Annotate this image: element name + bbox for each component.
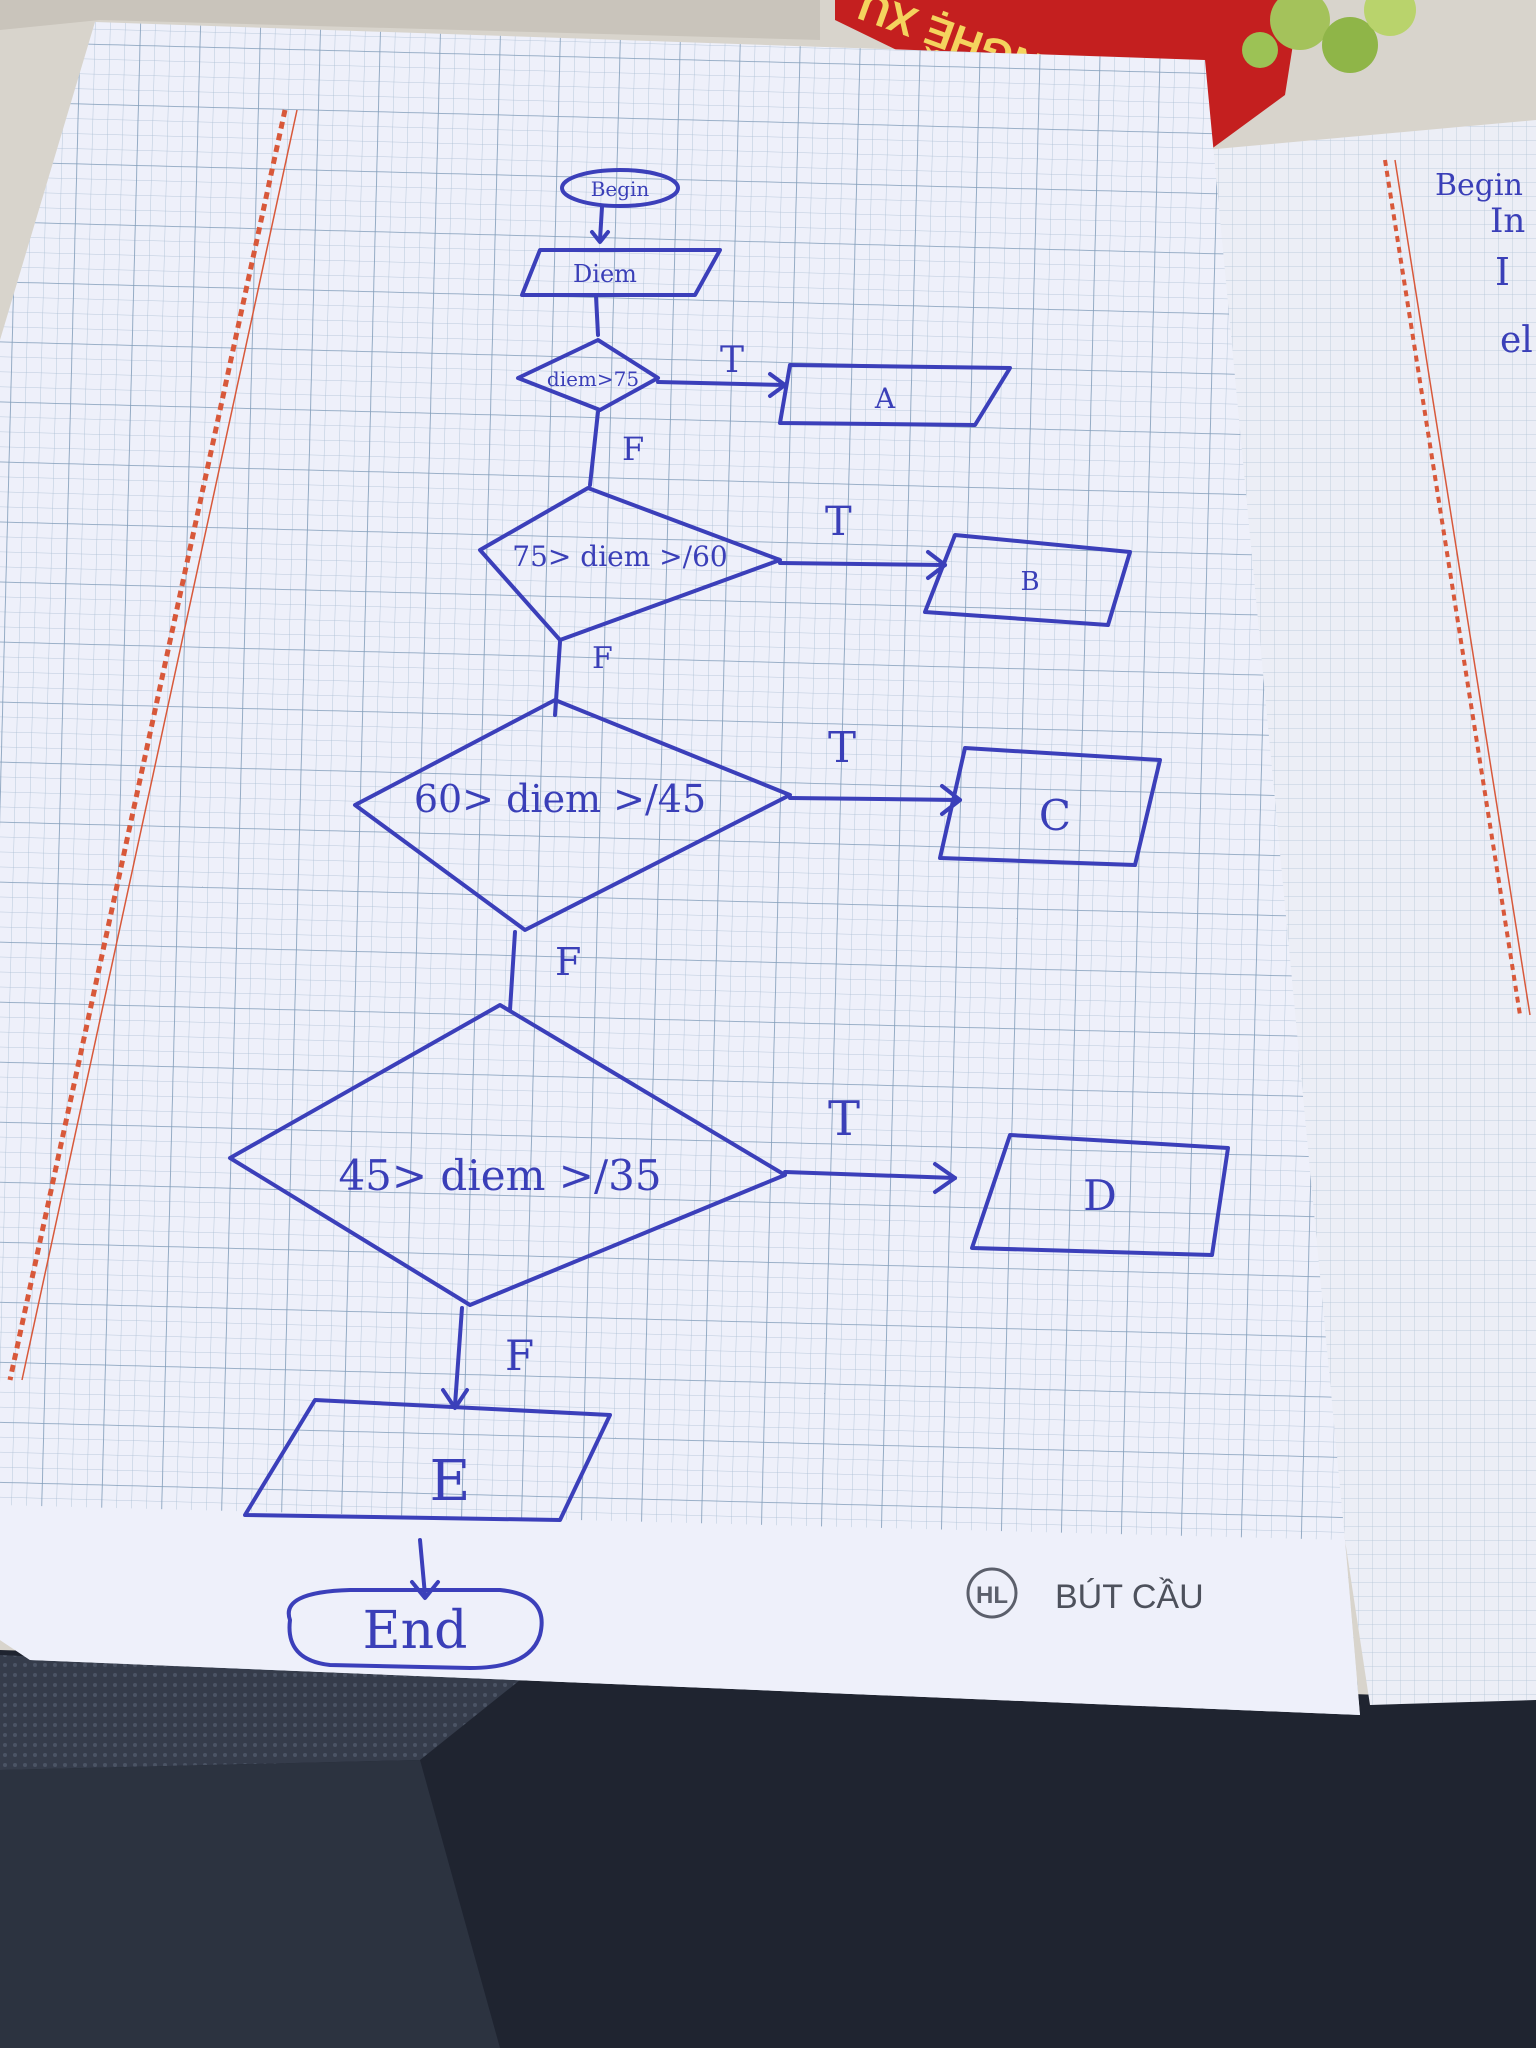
flowchart: Begin Diem diem>75 T A F 75> diem >/60 T…: [228, 168, 1230, 1670]
decision-2-true: T: [825, 499, 852, 545]
brand-logo-text: HL: [976, 1582, 1008, 1609]
output-c: [938, 746, 1162, 867]
right-line-4: el: [1500, 320, 1533, 361]
output-e: [243, 1398, 612, 1522]
decision-1-condition: diem>75: [547, 367, 639, 391]
decision-1: [516, 338, 660, 412]
decision-3: [353, 698, 792, 932]
right-line-1: Begin: [1435, 168, 1523, 203]
decision-3-true: T: [828, 723, 856, 772]
output-b-label: B: [1020, 567, 1039, 597]
right-line-3: I: [1495, 250, 1510, 294]
output-e-label: E: [430, 1449, 471, 1514]
decision-2-false: F: [592, 641, 613, 676]
start-label: Begin: [591, 177, 650, 201]
decision-2-condition: 75> diem >/60: [512, 540, 727, 573]
end-label: End: [363, 1601, 468, 1661]
output-c-label: C: [1039, 791, 1071, 840]
output-a: [778, 363, 1012, 427]
input-label: Diem: [573, 260, 637, 288]
plant: [1242, 0, 1416, 73]
right-page: [1205, 120, 1536, 1705]
output-d-label: D: [1083, 1171, 1117, 1220]
margin-line: [7, 109, 288, 1381]
right-line-2: In: [1490, 201, 1525, 241]
decision-1-false: F: [622, 430, 644, 468]
input-box: [520, 248, 722, 297]
decision-4: [228, 1003, 787, 1307]
output-a-label: A: [874, 382, 896, 415]
decision-3-false: F: [555, 940, 581, 984]
decision-4-true: T: [828, 1091, 860, 1147]
decision-4-false: F: [505, 1331, 534, 1380]
brand-name: BÚT CẦU: [1055, 1578, 1204, 1616]
decision-4-condition: 45> diem >/35: [338, 1151, 661, 1200]
output-d: [970, 1133, 1230, 1257]
start-terminal: [560, 168, 680, 208]
decision-3-condition: 60> diem >/45: [414, 777, 706, 821]
output-b: [923, 533, 1132, 627]
end-terminal: [286, 1588, 544, 1670]
decision-1-true: T: [720, 340, 744, 381]
brand-logo: HL BÚT CẦU: [966, 1567, 1204, 1619]
left-page: [0, 22, 1360, 1715]
right-page-handwriting: Begin In I el: [1435, 168, 1533, 361]
